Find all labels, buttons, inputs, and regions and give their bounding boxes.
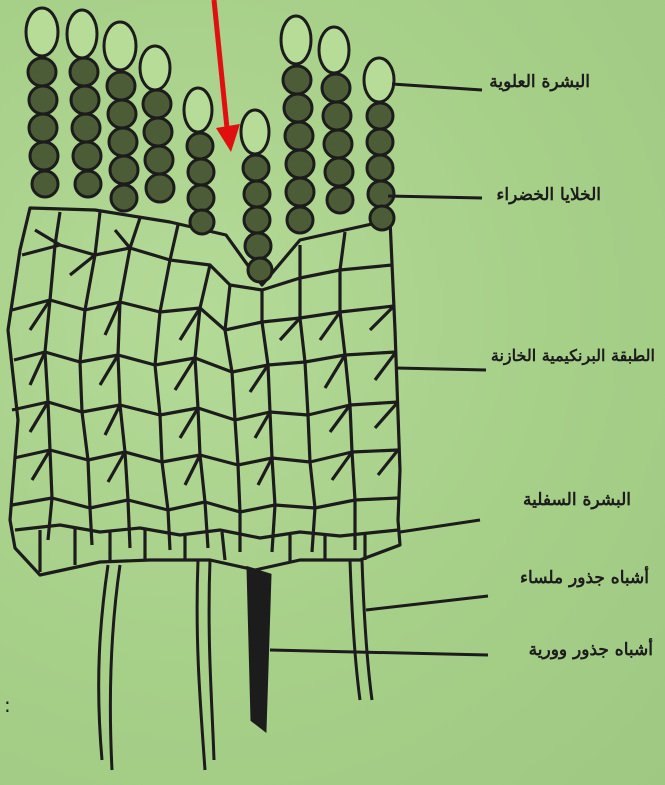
- label-scaly-rhizoids: أشباه جذور وورية: [529, 640, 653, 660]
- label-smooth-rhizoids: أشباه جذور ملساء: [520, 568, 649, 588]
- page-mark: :: [4, 693, 11, 717]
- leader-storage-parenchyma: [396, 368, 486, 370]
- leader-smooth-rhizoids: [366, 596, 488, 610]
- leader-lower-epidermis: [400, 520, 480, 532]
- red-arrow: [214, 0, 240, 152]
- leader-scaly-rhizoids: [270, 650, 488, 655]
- rhizoids: [99, 560, 372, 770]
- label-storage-parenchyma: الطبقة البرنكيمية الخازنة: [491, 346, 655, 365]
- smooth-rhizoid-3: [350, 560, 372, 700]
- leader-green-cells: [388, 196, 482, 198]
- storage-parenchyma-cells: [8, 208, 400, 575]
- label-upper-epidermis: البشرة العلوية: [489, 72, 590, 92]
- smooth-rhizoid-1: [99, 565, 120, 770]
- smooth-rhizoid-2: [197, 560, 214, 770]
- green-cell-filaments: [26, 8, 394, 282]
- scaly-rhizoid: [248, 568, 270, 730]
- label-green-cells: الخلايا الخضراء: [496, 185, 601, 205]
- leader-upper-epidermis: [392, 84, 482, 90]
- label-lower-epidermis: البشرة السفلية: [523, 490, 631, 510]
